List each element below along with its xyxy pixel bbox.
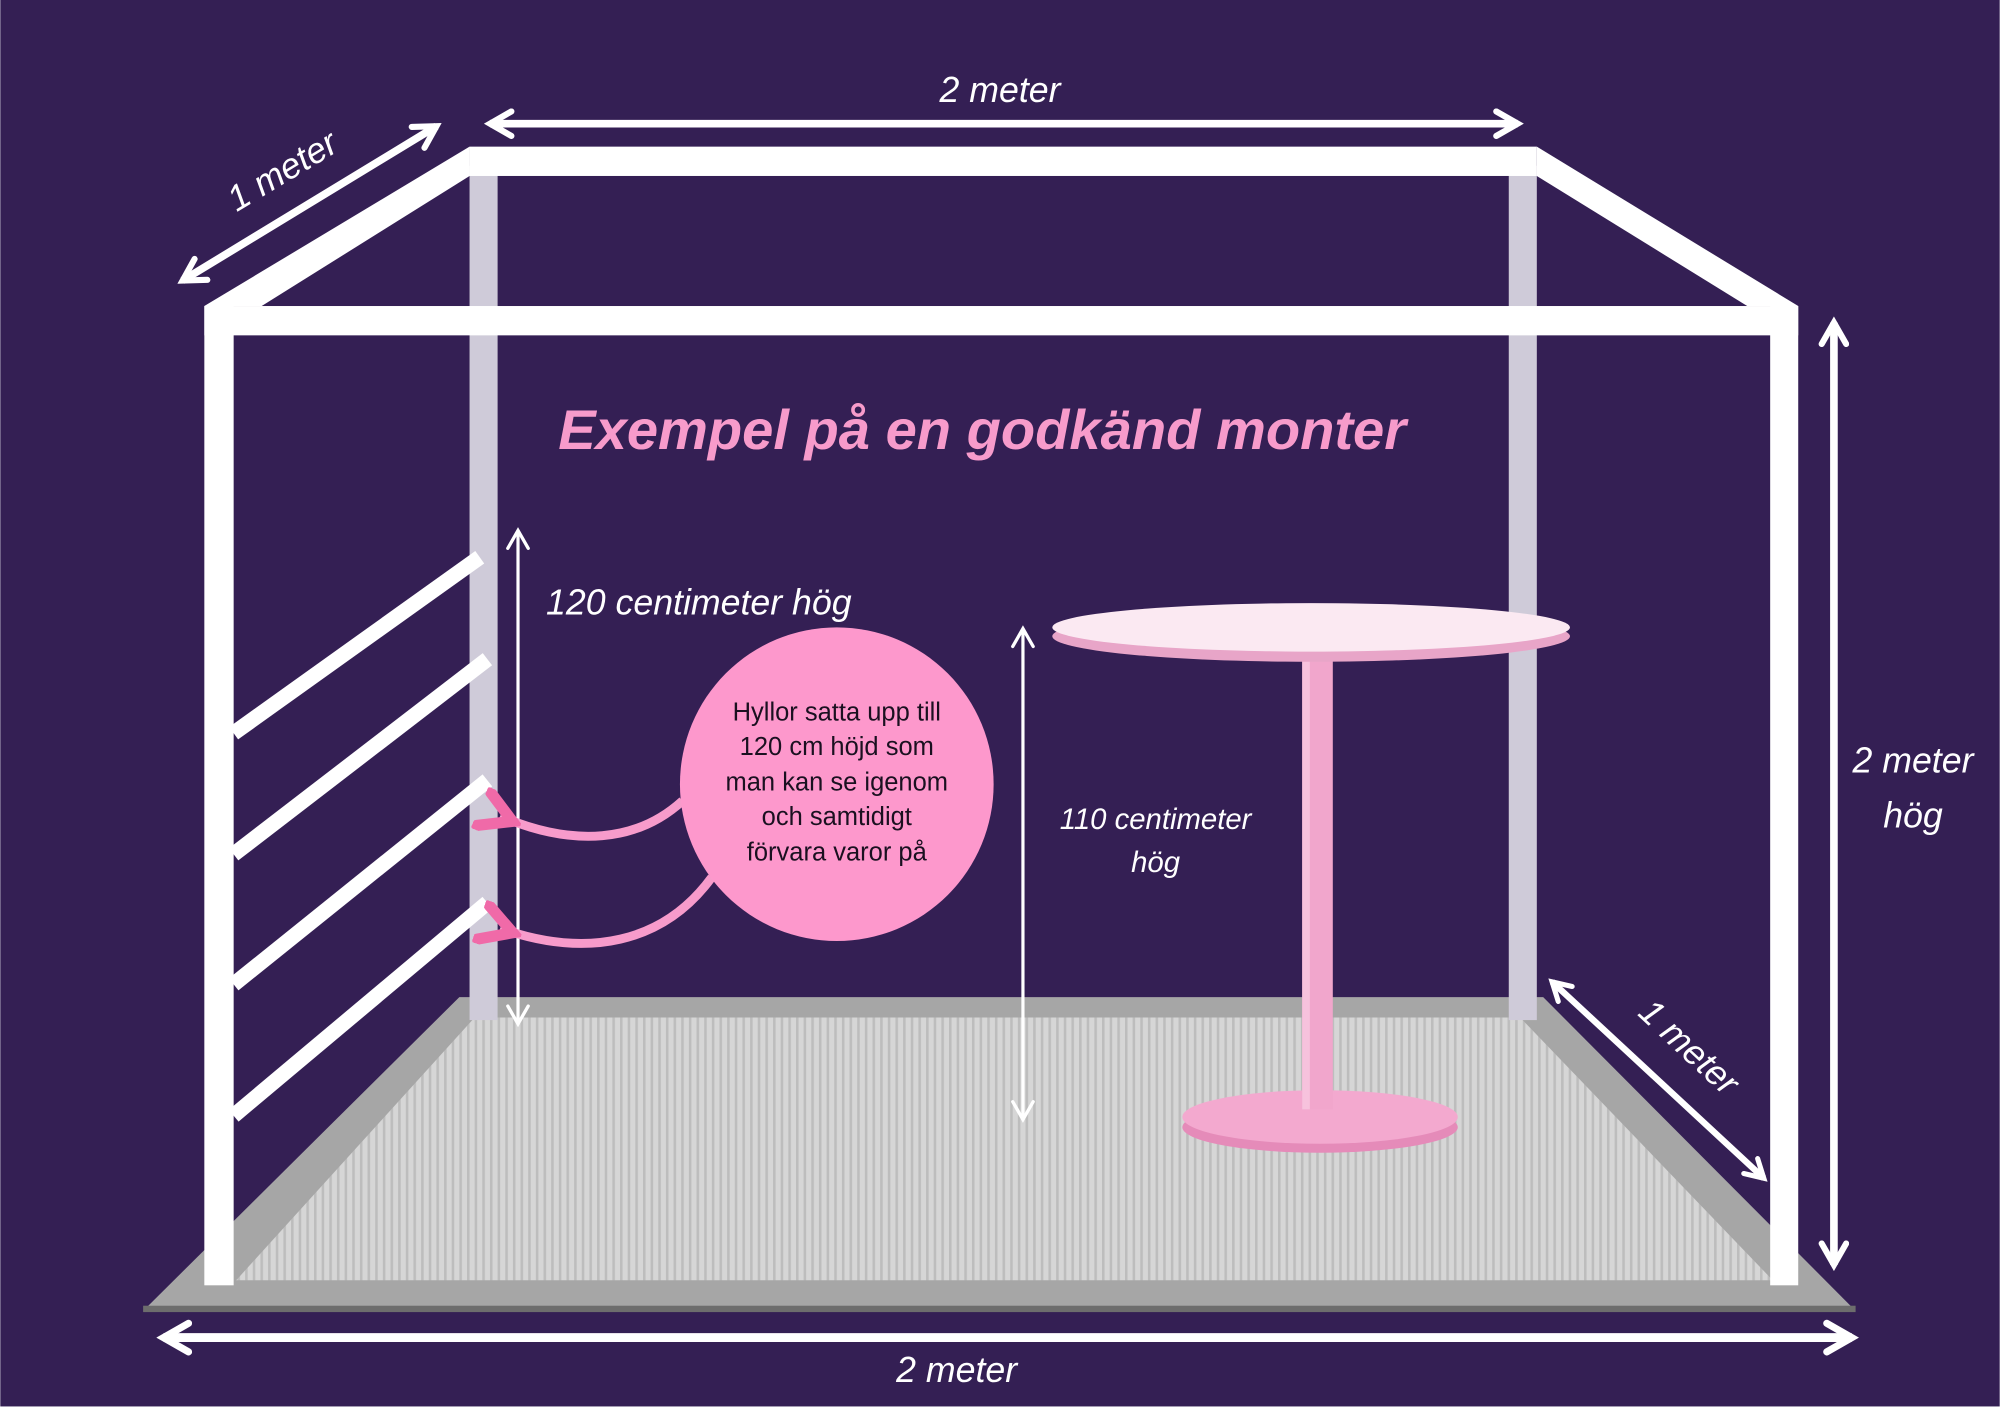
depth-arrow-bottom: [1548, 978, 1768, 1182]
height-label-line1: 2 meter: [1851, 741, 1975, 781]
shelf: [228, 653, 493, 861]
table-height-label-line2: hög: [1131, 846, 1181, 879]
front-left-post: [204, 306, 234, 1286]
bubble-line: och samtidigt: [762, 803, 912, 831]
info-bubble: Hyllor satta upp till 120 cm höjd som ma…: [679, 627, 994, 942]
bubble-line: Hyllor satta upp till: [733, 698, 941, 726]
shelf: [228, 896, 493, 1122]
floor: [143, 997, 1856, 1313]
bubble-line: man kan se igenom: [726, 769, 949, 797]
depth-arrow-top: [177, 122, 442, 284]
bubble-line: förvara varor på: [747, 839, 928, 867]
pointer-arrow: [500, 801, 686, 841]
width-label-top: 2 meter: [938, 70, 1062, 110]
page-title: Exempel på en godkänd monter: [558, 398, 1409, 461]
table-height-label-line1: 110 centimeter: [1060, 803, 1253, 836]
pointer-arrow: [500, 874, 716, 948]
bubble-line: 120 cm höjd som: [740, 733, 934, 761]
shelves: [228, 551, 493, 1122]
back-left-post: [469, 165, 498, 1021]
shelf: [229, 551, 485, 740]
shelf-height-label: 120 centimeter hög: [546, 583, 852, 623]
height-label-line2: hög: [1883, 796, 1943, 836]
back-right-post: [1508, 165, 1537, 1021]
front-right-post: [1770, 306, 1799, 1286]
table: [1052, 603, 1570, 1153]
shelf: [228, 774, 493, 991]
width-label-bottom: 2 meter: [895, 1350, 1019, 1390]
